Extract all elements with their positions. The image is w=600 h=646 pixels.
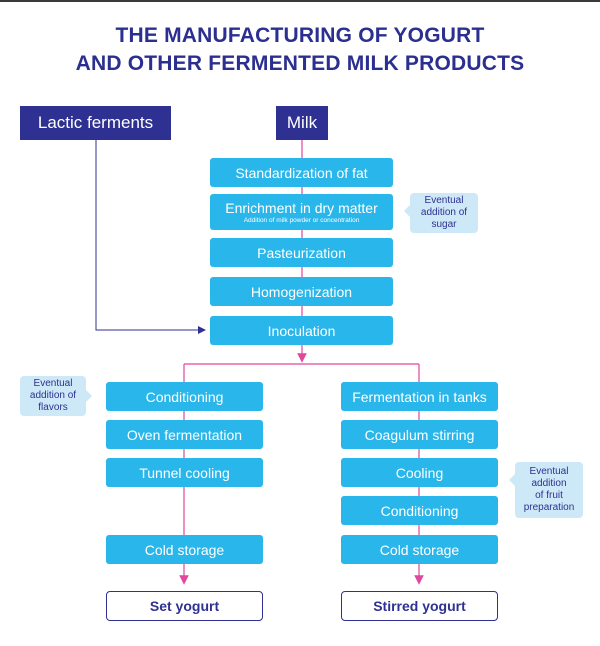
stirred-conditioning-label: Conditioning <box>380 502 459 519</box>
fermentation-tanks-box: Fermentation in tanks <box>341 382 498 411</box>
ferments-to-inoculation-line <box>95 140 206 334</box>
title-line-1: THE MANUFACTURING OF YOGURT <box>115 24 485 47</box>
sugar-note: Eventual addition of sugar <box>404 193 478 233</box>
oven-fermentation-label: Oven fermentation <box>126 426 243 443</box>
pasteurization-box: Pasteurization <box>210 238 393 267</box>
homogenization-label: Homogenization <box>250 283 353 300</box>
stirred-yogurt-label: Stirred yogurt <box>373 598 466 614</box>
milk-box: Milk <box>276 106 328 140</box>
stirred-cold-storage-box: Cold storage <box>341 535 498 564</box>
coagulum-stirring-label: Coagulum stirring <box>364 426 475 443</box>
lactic-ferments-label: Lactic ferments <box>37 113 154 132</box>
milk-label: Milk <box>286 113 318 132</box>
set-cold-storage-label: Cold storage <box>144 541 225 558</box>
lactic-ferments-box: Lactic ferments <box>20 106 171 140</box>
inoculation-box: Inoculation <box>210 316 393 345</box>
title-line-2: AND OTHER FERMENTED MILK PRODUCTS <box>75 52 525 75</box>
enrichment-box: Enrichment in dry matter Addition of mil… <box>210 194 393 230</box>
cooling-label: Cooling <box>395 464 444 481</box>
inoculation-label: Inoculation <box>267 322 336 339</box>
flavors-note: Eventual addition of flavors <box>20 376 92 416</box>
set-conditioning-label: Conditioning <box>145 388 224 405</box>
set-cold-storage-box: Cold storage <box>106 535 263 564</box>
standardization-box: Standardization of fat <box>210 158 393 187</box>
flavors-note-text: Eventual addition of flavors <box>29 378 77 413</box>
cooling-box: Cooling <box>341 458 498 487</box>
pasteurization-label: Pasteurization <box>257 244 346 261</box>
set-conditioning-box: Conditioning <box>106 382 263 411</box>
top-rule <box>0 0 600 2</box>
homogenization-box: Homogenization <box>210 277 393 306</box>
tunnel-cooling-box: Tunnel cooling <box>106 458 263 487</box>
fruit-note-text: Eventual addition of fruit preparation <box>523 466 575 513</box>
enrichment-label: Enrichment in dry matter <box>225 199 378 216</box>
stirred-conditioning-box: Conditioning <box>341 496 498 525</box>
sugar-note-text: Eventual addition of sugar <box>420 195 468 230</box>
oven-fermentation-box: Oven fermentation <box>106 420 263 449</box>
tunnel-cooling-label: Tunnel cooling <box>139 464 230 481</box>
stirred-cold-storage-label: Cold storage <box>379 541 460 558</box>
enrichment-sublabel: Addition of milk powder or concentration <box>243 216 360 224</box>
set-yogurt-label: Set yogurt <box>149 598 220 614</box>
coagulum-stirring-box: Coagulum stirring <box>341 420 498 449</box>
stirred-yogurt-box: Stirred yogurt <box>341 591 498 621</box>
page-title: THE MANUFACTURING OF YOGURT AND OTHER FE… <box>0 22 600 78</box>
standardization-label: Standardization of fat <box>235 164 368 181</box>
set-yogurt-box: Set yogurt <box>106 591 263 621</box>
fruit-note: Eventual addition of fruit preparation <box>509 462 583 518</box>
fermentation-tanks-label: Fermentation in tanks <box>352 388 487 405</box>
